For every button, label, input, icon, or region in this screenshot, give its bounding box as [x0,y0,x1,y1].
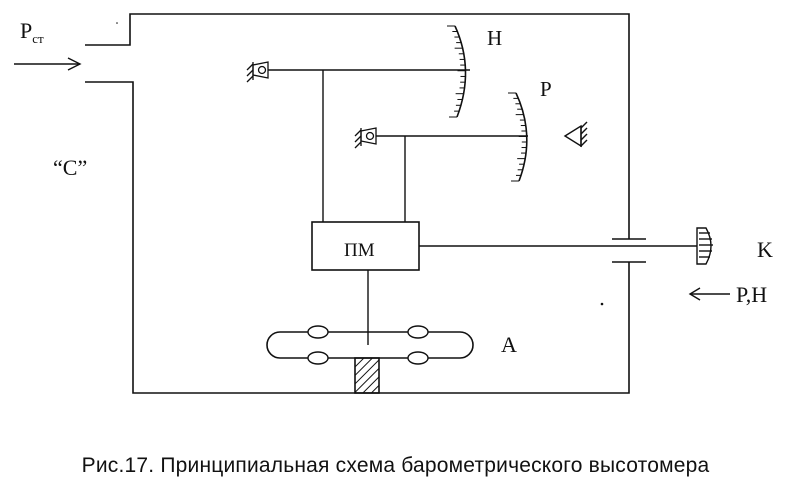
knob-label: K [757,237,773,262]
scale-h-label: H [487,26,502,50]
scale-h [454,25,467,118]
figure-caption: Рис.17. Принципиальная схема барометриче… [81,454,710,477]
pivot-support-h [246,61,269,83]
aneroid-label: A [501,332,517,357]
scale-h-ticks [447,25,466,118]
pivot-support-p [354,127,377,149]
setting-arrow [688,287,730,301]
index-pointer [563,121,588,148]
scale-p-ticks [508,92,527,182]
static-pressure-arrow [14,57,82,71]
scale-p-label: P [540,77,552,101]
linkage-rods [322,70,406,337]
inlet-label: Pст [20,18,44,46]
shaft-seal [612,238,646,263]
adjustment-knob [696,227,713,265]
knob-arrow-label: P,H [736,282,767,307]
speck-dot [600,302,604,306]
mechanism-label: ПМ [344,240,375,261]
chamber-label: “С” [53,155,87,180]
aneroid-capsule [266,331,474,359]
capsule-corrugations [307,325,429,365]
housing-outline [85,13,630,394]
speck-dot [116,22,118,24]
capsule-mount-post [354,357,380,394]
